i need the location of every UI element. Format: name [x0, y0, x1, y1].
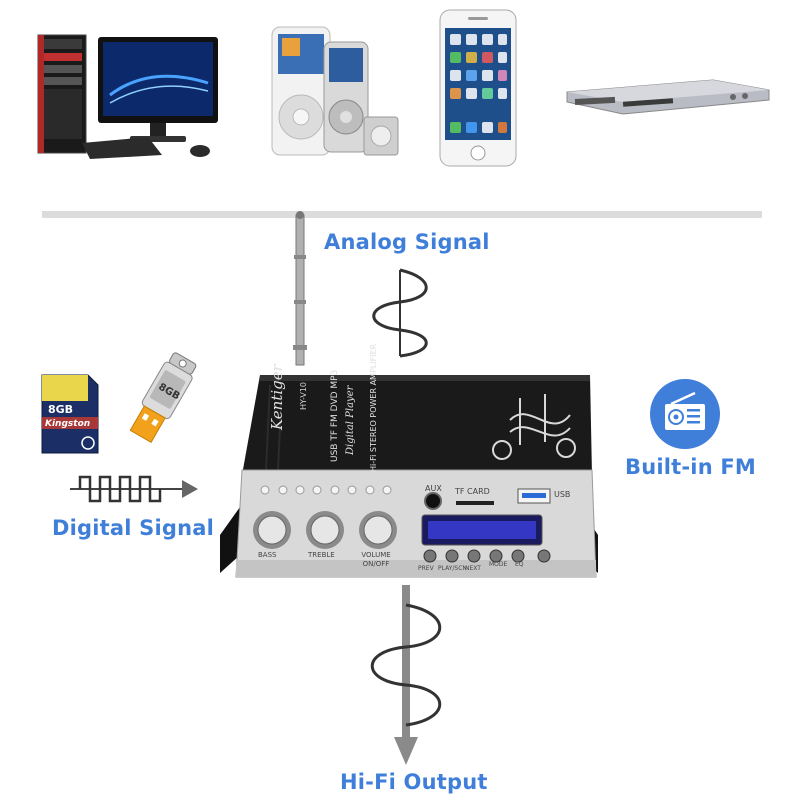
amplifier-brand: Kentiger: [268, 364, 286, 430]
tf-card-label: TF CARD: [455, 487, 490, 496]
amplifier-player-line: Digital Player: [345, 385, 356, 455]
button-label-next: NEXT: [465, 565, 481, 572]
built-in-fm-label: Built-in FM: [625, 455, 757, 479]
usb-label: USB: [554, 490, 571, 499]
knob-label-bass: BASS: [258, 551, 277, 559]
amplifier-title-line: Hi-Fi STEREO POWER AMPLIFIER: [369, 343, 378, 472]
mp3-players-image: [268, 22, 403, 162]
radio-icon: [649, 378, 721, 450]
output-wave-icon: [356, 585, 456, 770]
digital-wave-icon: [70, 472, 200, 506]
button-label-eq: EQ: [515, 561, 524, 568]
sd-card-image: 8GB Kingston: [40, 373, 100, 455]
aux-label: AUX: [425, 484, 442, 493]
desktop-computer-image: [30, 25, 230, 160]
analog-wave-icon: [360, 268, 440, 358]
button-label-mode: MODE: [489, 561, 508, 568]
button-label-play: PLAY/SCN: [438, 565, 467, 572]
usb-stick-image: 8GB: [118, 352, 218, 462]
amplifier-format-line: USB TF FM DVD MP3: [330, 369, 340, 462]
amplifier-image: [200, 205, 620, 585]
smartphone-image: [438, 8, 518, 168]
digital-signal-label: Digital Signal: [52, 516, 215, 540]
analog-signal-label: Analog Signal: [324, 230, 490, 254]
sd-card-capacity: 8GB: [48, 403, 73, 416]
knob-label-treble: TREBLE: [308, 551, 335, 559]
sd-card-brand: Kingston: [45, 419, 90, 429]
button-label-prev: PREV: [418, 565, 434, 572]
knob-label-volume: VOLUME ON/OFF: [361, 551, 391, 568]
dvd-player-image: [563, 70, 773, 120]
source-divider: [42, 211, 762, 218]
hifi-output-label: Hi-Fi Output: [340, 770, 488, 794]
amplifier-model: HY-V10: [299, 381, 308, 410]
